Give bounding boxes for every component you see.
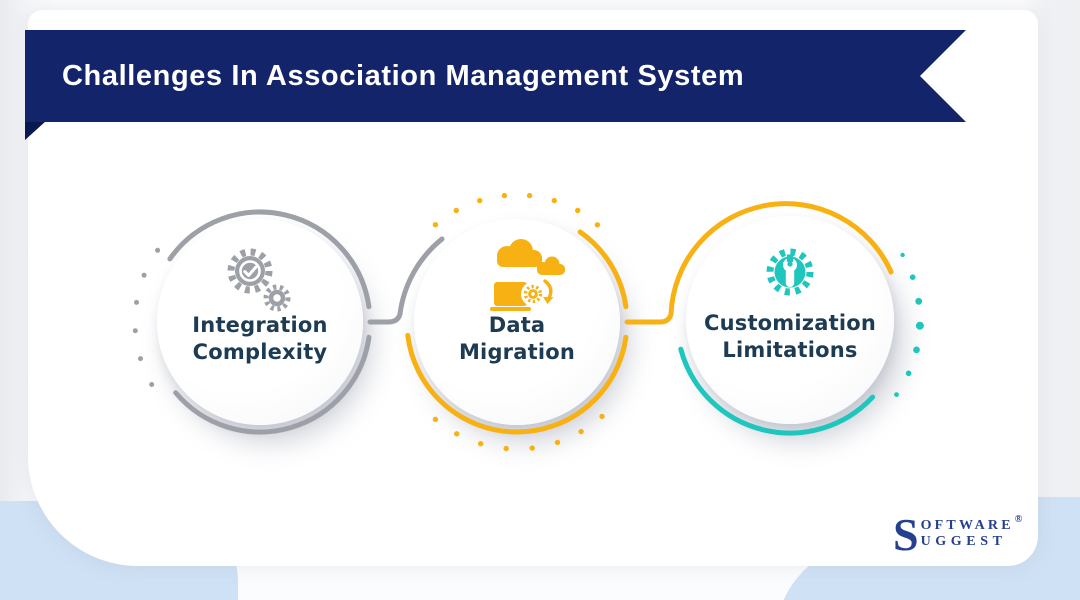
logo-word2: UGGEST — [920, 534, 1007, 549]
label-data-migration: Data Migration — [415, 312, 619, 367]
registered-mark-icon: ® — [1014, 514, 1023, 525]
label-line: Migration — [458, 340, 576, 365]
label-line: Integration — [192, 313, 328, 337]
label-line: Complexity — [192, 340, 328, 365]
label-customization-limitations: Customization Limitations — [688, 310, 892, 365]
label-line: Data — [488, 313, 546, 337]
brand-logo: S OFTWARE ® UGGEST — [893, 509, 1033, 560]
logo-initial: S — [893, 509, 919, 560]
label-line: Customization — [703, 311, 876, 335]
logo-word1: OFTWARE — [920, 518, 1014, 533]
label-line: Limitations — [722, 338, 858, 363]
label-integration-complexity: Integration Complexity — [158, 312, 362, 367]
title-ribbon: Challenges In Association Management Sys… — [25, 30, 966, 122]
page-title: Challenges In Association Management Sys… — [62, 59, 745, 92]
